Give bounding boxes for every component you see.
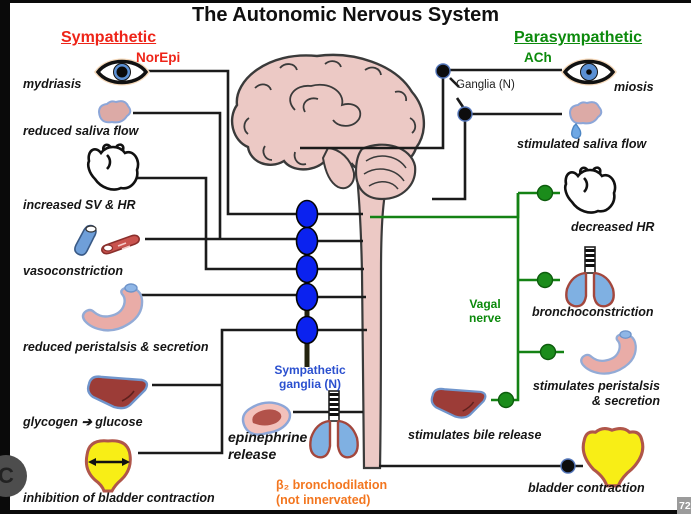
effect-label-glycogen-glucose: glycogen ➔ glucose xyxy=(23,415,143,429)
stretch-arrow-icon xyxy=(88,458,130,466)
ach-label: ACh xyxy=(524,50,552,65)
liver-icon xyxy=(430,387,487,419)
vagal-nerve-label: Vagal nerve xyxy=(468,297,502,326)
adrenal-gland-icon xyxy=(241,401,292,436)
vagal-nerve-line xyxy=(370,193,520,219)
effect-label-bladder-contraction: bladder contraction xyxy=(528,481,645,495)
sympathetic-header: Sympathetic xyxy=(61,29,157,46)
line-brain-to-ganglion-dot xyxy=(300,78,445,150)
line-saliva-to-g2 xyxy=(133,111,222,239)
epinephrine-release-label: epinephrine release xyxy=(228,429,308,462)
parasympathetic-header: Parasympathetic xyxy=(514,29,643,46)
effect-label-bile-release: stimulates bile release xyxy=(408,428,542,442)
effect-label-miosis: miosis xyxy=(614,80,654,94)
bottom-edge-bar xyxy=(0,510,691,514)
lungs-bronchodilation-icon xyxy=(309,390,359,459)
eye-constricted-icon xyxy=(561,58,617,86)
effect-label-bronchoconstriction: bronchoconstriction xyxy=(532,305,654,319)
effect-label-stimulated-saliva: stimulated saliva flow xyxy=(517,137,647,151)
sympathetic-chain-icon xyxy=(295,199,319,367)
parasympathetic-ganglion-dots xyxy=(435,63,576,474)
brain-spinal-cord-icon xyxy=(230,53,426,470)
stomach-icon xyxy=(580,330,637,375)
liver-icon xyxy=(86,375,149,410)
bladder-icon xyxy=(581,426,645,488)
overlay-button-glyph: C xyxy=(0,463,14,488)
heart-icon xyxy=(563,166,617,214)
stomach-icon xyxy=(81,283,144,332)
broncho-dilation-label: β₂ bronchodilation (not innervated) xyxy=(276,478,388,507)
heart-icon xyxy=(86,143,140,191)
line-eye-to-g1 xyxy=(132,69,296,216)
blood-vessels-icon xyxy=(74,224,140,256)
norepi-label: NorEpi xyxy=(136,50,181,65)
top-edge-bar xyxy=(0,0,691,3)
effect-label-reduced-peristalsis: reduced peristalsis & secretion xyxy=(23,340,209,354)
effect-label-mydriasis: mydriasis xyxy=(23,77,82,91)
line-g5-to-bladder xyxy=(138,328,296,455)
effect-label-stimulates-peristalsis: stimulates peristalsis & secretion xyxy=(532,379,660,408)
ganglia-label: Ganglia (N) xyxy=(456,79,515,91)
page-title: The Autonomic Nervous System xyxy=(191,4,500,26)
sympathetic-ganglia-label: Sympathetic ganglia (N) xyxy=(274,363,346,392)
effect-label-vasoconstriction: vasoconstriction xyxy=(23,264,124,278)
salivary-gland-drop-icon xyxy=(568,101,603,139)
left-edge-bar xyxy=(0,0,10,514)
line-dot-to-brainstem xyxy=(432,121,467,201)
effect-label-reduced-saliva: reduced saliva flow xyxy=(23,124,139,138)
slide-number: 72 xyxy=(679,499,691,512)
effect-label-decreased-hr: decreased HR xyxy=(571,220,655,234)
slide-number-badge: 72 xyxy=(677,497,691,514)
line-heart-to-g3 xyxy=(137,176,296,271)
effect-label-bladder-inhibition: inhibition of bladder contraction xyxy=(23,491,215,505)
eye-dilated-icon xyxy=(94,58,150,86)
bladder-icon xyxy=(84,439,132,493)
lungs-icon xyxy=(565,246,615,308)
effect-label-increased-sv-hr: increased SV & HR xyxy=(23,198,136,212)
salivary-gland-icon xyxy=(97,100,132,124)
